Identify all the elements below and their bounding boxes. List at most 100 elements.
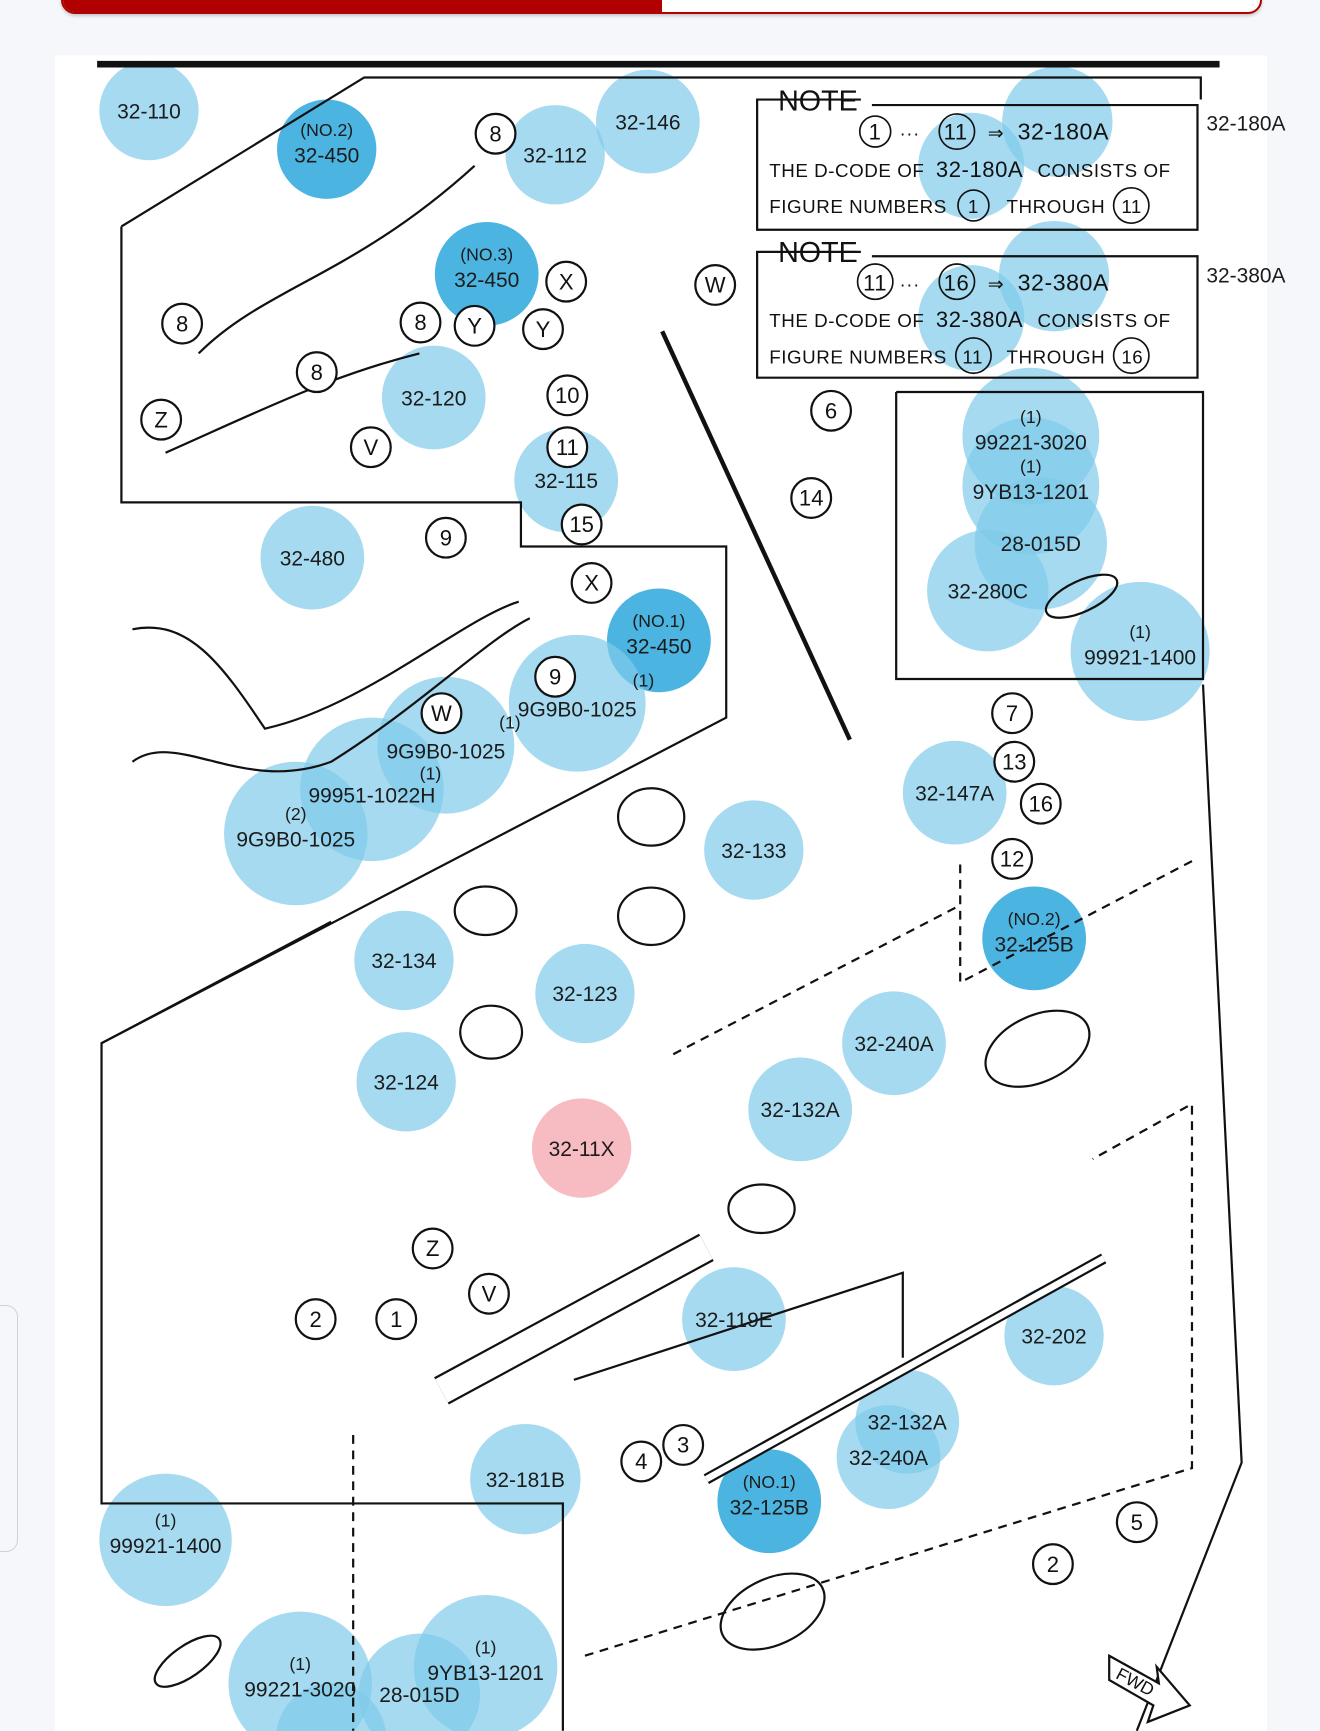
hotspot-32-110-text[interactable]: 32-110 — [117, 100, 181, 123]
hotspot-qualifier: (1) — [1020, 457, 1042, 477]
hotspot-area[interactable] — [918, 265, 1025, 372]
hotspot-99921-1400[interactable] — [1070, 581, 1210, 721]
hotspot-32-480-text[interactable]: 32-480 — [280, 547, 345, 570]
callout-label: 14 — [799, 486, 824, 511]
hotspot-32-180A[interactable] — [1002, 66, 1113, 177]
note-line2: FIGURE NUMBERS — [769, 196, 947, 217]
hotspot-label: 32-133 — [721, 840, 786, 863]
hotspot-99921-1400-text[interactable]: (1)99921-1400 — [1084, 622, 1196, 669]
hotspot-32-132A[interactable] — [748, 1057, 853, 1162]
hotspot-32-380A[interactable] — [998, 220, 1110, 332]
hotspot-32-146[interactable] — [595, 69, 700, 174]
hotspot-32-280C[interactable] — [927, 529, 1049, 652]
hotspot-99921-1400-text[interactable]: (1)99921-1400 — [110, 1511, 222, 1558]
hotspot-32-380A-text[interactable]: 32-380A — [1206, 265, 1285, 288]
hotspot-32-450-text[interactable]: (NO.3)32-450 — [454, 245, 519, 292]
hotspot-32-202-text[interactable]: 32-202 — [1021, 1325, 1086, 1348]
hotspot-32-112-text[interactable]: 32-112 — [523, 144, 587, 167]
hotspot-qualifier: (2) — [285, 804, 307, 824]
hotspot-32-125B-text[interactable]: (NO.1)32-125B — [730, 1472, 809, 1519]
hotspot-label: 32-132A — [761, 1099, 840, 1122]
hotspot-label: 32-132A — [868, 1411, 947, 1434]
side-drawer-handle[interactable] — [0, 1305, 18, 1552]
hotspot-qualifier: (NO.2) — [300, 120, 353, 140]
ellipsis: ··· — [899, 122, 919, 143]
hotspot-32-450-text[interactable]: (NO.1)32-450 — [626, 611, 691, 658]
callout-label: Y — [536, 317, 551, 342]
hotspot-32-480[interactable] — [260, 505, 365, 610]
hotspot-32-180A-text[interactable]: 32-180A — [1206, 112, 1285, 135]
hotspot-28-015D-text[interactable]: 28-015D — [1001, 533, 1081, 556]
callout-label: Y — [467, 314, 482, 339]
hotspot-32-146-text[interactable]: 32-146 — [615, 111, 680, 134]
hotspot-9G9B0-1025-text[interactable]: (2)9G9B0-1025 — [236, 804, 355, 851]
hotspot-9G9B0-1025[interactable] — [224, 761, 368, 906]
hotspot-32-133-text[interactable]: 32-133 — [721, 840, 786, 863]
callout-10: 10 — [546, 374, 589, 417]
hotspot-qualifier: (1) — [499, 713, 521, 733]
hotspot-32-240A-text[interactable]: 32-240A — [854, 1033, 933, 1056]
hotspot-qualifier: (NO.2) — [1008, 909, 1061, 929]
hotspot-32-120-text[interactable]: 32-120 — [401, 387, 466, 410]
hotspot-32-450-text[interactable]: (NO.2)32-450 — [294, 120, 359, 167]
hotspot-label: 32-240A — [854, 1033, 933, 1056]
callout-circle — [424, 516, 467, 559]
hotspot-32-110[interactable] — [99, 60, 199, 161]
hotspot-32-202[interactable] — [1004, 1286, 1104, 1386]
hotspot-32-240A[interactable] — [836, 1405, 941, 1509]
hotspot-99221-3020-text[interactable]: (1)99221-3020 — [975, 407, 1087, 454]
hotspot-28-015D-text[interactable]: 28-015D — [379, 1684, 459, 1707]
callout-label: 4 — [635, 1449, 647, 1474]
hotspot-32-112[interactable] — [505, 105, 605, 205]
hotspot-32-124-text[interactable]: 32-124 — [374, 1072, 440, 1095]
hotspot-9YB13-1201-text[interactable]: (1)9YB13-1201 — [973, 457, 1090, 504]
hotspot-32-115-text[interactable]: 32-115 — [534, 470, 598, 493]
hotspot-32-147A-text[interactable]: 32-147A — [915, 782, 994, 805]
note-code: 32-380A — [1018, 269, 1109, 295]
hotspot-32-125B-text[interactable]: (NO.2)32-125B — [995, 909, 1074, 956]
hotspot-32-181B[interactable] — [470, 1423, 581, 1535]
callout-7: 7 — [991, 692, 1034, 735]
hotspot-9G9B0-1025-text[interactable]: (1)9G9B0-1025 — [386, 713, 520, 764]
hotspot-9G9B0-1025-text[interactable]: (1)9G9B0-1025 — [518, 671, 654, 722]
hotspot-label: 32-11X — [549, 1138, 615, 1161]
hotspot-32-123[interactable] — [535, 943, 635, 1044]
hotspot-area[interactable] — [918, 112, 1025, 219]
hotspot-32-134[interactable] — [354, 910, 454, 1011]
hotspot-32-132A-text[interactable]: 32-132A — [761, 1099, 840, 1122]
hotspot-32-123-text[interactable]: 32-123 — [552, 983, 617, 1006]
hotspot-32-119E[interactable] — [682, 1267, 786, 1371]
hotspot-32-450[interactable] — [277, 99, 377, 199]
hotspot-99951-1022H-text[interactable]: (1)99951-1022H — [308, 763, 441, 807]
hotspot-32-125B[interactable] — [982, 886, 1087, 991]
hotspot-32-115[interactable] — [514, 428, 619, 533]
hotspot-99221-3020-text[interactable]: (1)99221-3020 — [244, 1654, 356, 1701]
hotspot-99921-1400[interactable] — [99, 1473, 232, 1607]
hotspot-32-120[interactable] — [381, 345, 486, 450]
hotspot-32-133[interactable] — [704, 800, 804, 900]
hotspot-32-125B[interactable] — [717, 1449, 822, 1554]
hotspot-32-147A[interactable] — [902, 740, 1007, 845]
hotspot-label: 32-147A — [915, 782, 994, 805]
hotspot-32-280C[interactable] — [276, 1683, 386, 1731]
callout-circle — [570, 561, 613, 604]
hotspot-32-181B-text[interactable]: 32-181B — [486, 1469, 565, 1492]
hotspot-label: 99921-1400 — [1084, 647, 1196, 670]
hotspot-label: 32-450 — [626, 636, 691, 659]
hotspot-9YB13-1201-text[interactable]: (1)9YB13-1201 — [427, 1638, 544, 1685]
hotspot-32-280C-text[interactable]: 32-280C — [948, 580, 1028, 603]
callout-3: 3 — [662, 1423, 705, 1466]
hotspot-32-240A[interactable] — [842, 991, 946, 1096]
callout-11: 11 — [546, 426, 589, 469]
hotspot-9YB13-1201[interactable] — [413, 1595, 558, 1731]
hotspot-label: 32-112 — [523, 144, 587, 167]
hotspot-32-11X[interactable] — [531, 1098, 632, 1198]
hotspot-32-134-text[interactable]: 32-134 — [371, 950, 437, 973]
hotspot-32-240A-text[interactable]: 32-240A — [849, 1447, 928, 1470]
hotspot-32-119E-text[interactable]: 32-119E — [695, 1309, 773, 1332]
hotspot-32-124[interactable] — [356, 1032, 456, 1132]
hotspot-32-132A-text[interactable]: 32-132A — [868, 1411, 947, 1434]
hotspot-32-450[interactable] — [434, 222, 539, 326]
hotspot-32-280C-text[interactable]: 32-280C — [291, 1728, 371, 1731]
hotspot-32-11X-text[interactable]: 32-11X — [549, 1138, 615, 1161]
